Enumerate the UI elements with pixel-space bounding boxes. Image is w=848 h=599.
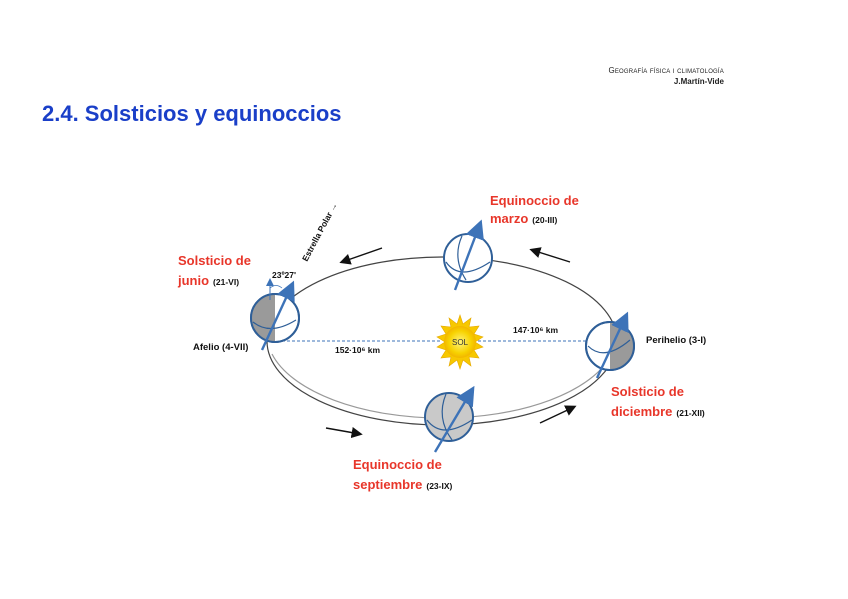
polar-star-label: Estrella Polar → xyxy=(300,201,339,263)
page-title: 2.4. Solsticios y equinoccios xyxy=(42,101,342,126)
orbit-arrow-bottom-left xyxy=(325,427,363,439)
march-axis xyxy=(453,219,484,291)
sun-label: SOL xyxy=(452,338,469,347)
september-label-line2: septiembre(23-IX) xyxy=(353,477,453,492)
march-label-line1: Equinoccio de xyxy=(490,193,579,208)
december-axis xyxy=(595,311,629,379)
earth-december xyxy=(585,311,635,379)
aphelion-label: Afelio (4-VII) xyxy=(193,342,248,353)
tilt-angle-label: 23º27' xyxy=(272,270,296,280)
orbit-arrow-bottom-right xyxy=(539,405,577,424)
sun: SOL xyxy=(436,314,484,370)
december-label-line2: diciembre(21-XII) xyxy=(611,404,705,419)
june-axis xyxy=(260,280,295,351)
earth-june xyxy=(250,278,300,351)
header-author: J.Martín-Vide xyxy=(673,77,724,86)
march-label-line2: marzo(20-III) xyxy=(490,211,557,226)
earth-september xyxy=(424,385,475,453)
orbit-arrow-top-right xyxy=(529,247,571,263)
perihelion-distance: 147·10⁶ km xyxy=(513,325,558,335)
december-label-line1: Solsticio de xyxy=(611,384,684,399)
orbit-arrow-top-left xyxy=(339,247,383,265)
header-course: Geografía física i climatología xyxy=(608,66,724,75)
earth-march xyxy=(443,219,493,291)
aphelion-distance: 152·10⁶ km xyxy=(335,345,380,355)
september-axis xyxy=(433,385,475,453)
june-label-line1: Solsticio de xyxy=(178,253,251,268)
september-label-line1: Equinoccio de xyxy=(353,457,442,472)
perihelion-label: Perihelio (3-I) xyxy=(646,335,706,346)
june-label-line2: junio(21-VI) xyxy=(177,273,239,288)
